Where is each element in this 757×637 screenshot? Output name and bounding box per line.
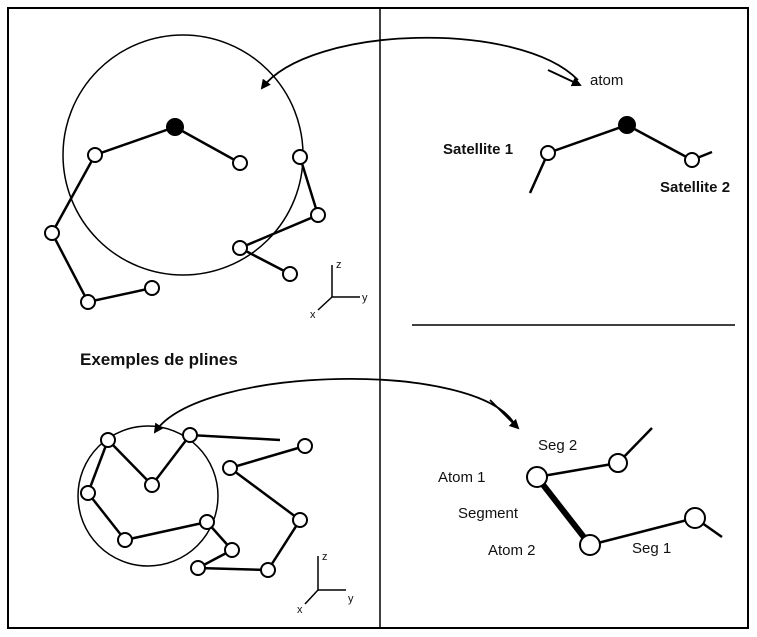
atom-node — [232, 240, 248, 256]
z-axis-label-bottom: z — [322, 551, 328, 563]
chain-a — [50, 125, 241, 234]
atom-node — [80, 294, 96, 310]
bottom-left-atoms — [80, 427, 313, 578]
atom-node — [100, 432, 116, 448]
bottom-right-atoms — [526, 453, 706, 556]
bottom-curved-arrow — [153, 377, 516, 434]
atom-2-label: Atom 2 — [488, 542, 536, 559]
atom-node — [199, 514, 215, 530]
atom-node — [87, 147, 103, 163]
seg-1-line — [589, 516, 696, 547]
chain-upper — [107, 433, 281, 487]
atom-1-node — [526, 466, 548, 488]
seg-2-line — [536, 461, 619, 479]
atom-2-node — [579, 534, 601, 556]
bottom-left-pline — [77, 425, 306, 572]
satellite-2-label: Satellite 2 — [660, 179, 730, 196]
satellite-1-label: Satellite 1 — [443, 141, 513, 158]
y-axis-label-bottom: y — [348, 593, 354, 605]
atom-node — [224, 542, 240, 558]
outer-border — [7, 7, 749, 629]
chain-main — [86, 439, 306, 572]
caption-title: Exemples de plines — [80, 350, 238, 369]
y-axis-label: y — [362, 292, 368, 304]
axes-bottom — [304, 556, 346, 605]
atom-node — [80, 485, 96, 501]
x-axis — [317, 296, 333, 311]
frame — [7, 7, 749, 629]
top-right-atoms — [540, 116, 700, 168]
z-axis-label: z — [336, 259, 342, 271]
central-atom-node — [166, 118, 184, 136]
atom-node — [684, 507, 706, 529]
selection-circle-bottom — [77, 425, 219, 567]
chain-c — [237, 156, 320, 276]
atom-node — [232, 155, 248, 171]
atom-node — [222, 460, 238, 476]
seg-1-label: Seg 1 — [632, 540, 671, 557]
top-curved-arrow — [260, 36, 579, 90]
atom-node — [608, 453, 628, 473]
axes-top — [317, 265, 360, 311]
x-axis-label-bottom: x — [297, 604, 303, 616]
top-left-pline — [50, 34, 320, 304]
atom-node — [44, 225, 60, 241]
atom-node — [297, 438, 313, 454]
bottom-arrow-right-head — [489, 399, 520, 430]
top-left-atoms — [44, 118, 326, 310]
segment-thick-line — [534, 475, 593, 547]
atom-node — [292, 512, 308, 528]
atom-node — [144, 477, 160, 493]
x-axis-label: x — [310, 309, 316, 321]
x-axis — [304, 589, 319, 605]
seg-2-label: Seg 2 — [538, 437, 577, 454]
atom-node-filled — [618, 116, 636, 134]
top-arrow-right-head — [547, 69, 582, 87]
atom-1-label: Atom 1 — [438, 469, 486, 486]
atom-node — [117, 532, 133, 548]
atom-node — [292, 149, 308, 165]
atom-node — [310, 207, 326, 223]
atom-node — [190, 560, 206, 576]
atom-node — [260, 562, 276, 578]
segment-label: Segment — [458, 505, 519, 522]
satellite-1-node — [540, 145, 556, 161]
atom-node — [182, 427, 198, 443]
atom-node — [144, 280, 160, 296]
atom-label: atom — [590, 72, 623, 89]
atom-node — [282, 266, 298, 282]
satellite-2-node — [684, 152, 700, 168]
